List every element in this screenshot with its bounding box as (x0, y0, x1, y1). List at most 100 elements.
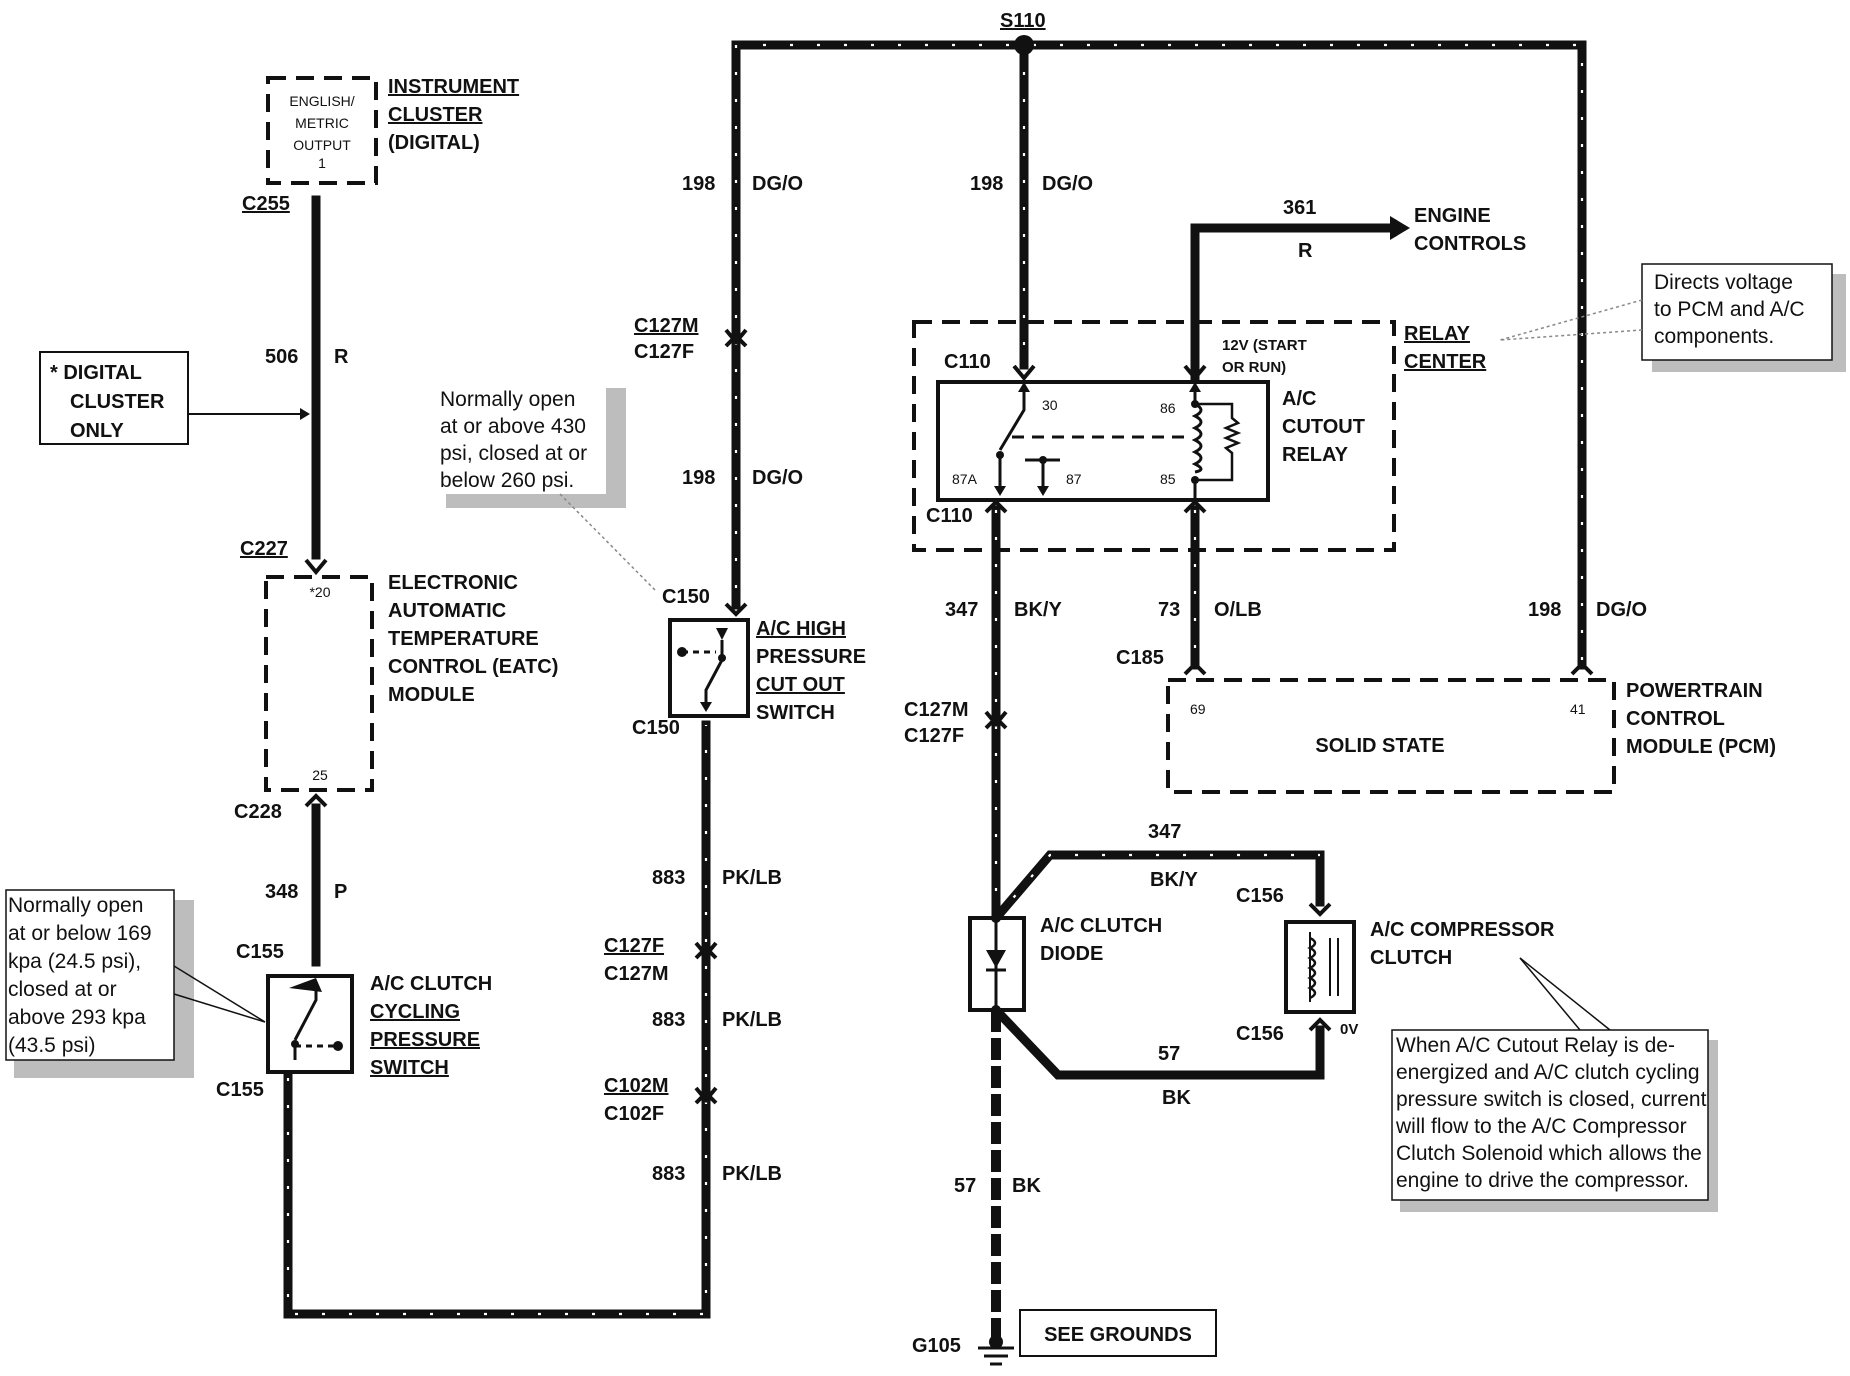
svg-text:BK: BK (1162, 1087, 1191, 1109)
engine-controls-arrow (1390, 216, 1410, 240)
svg-text:BK/Y: BK/Y (1150, 869, 1198, 891)
svg-text:C155: C155 (236, 941, 284, 963)
svg-text:C102F: C102F (604, 1103, 664, 1125)
svg-text:883: 883 (652, 867, 685, 889)
svg-text:SEE GROUNDS: SEE GROUNDS (1044, 1324, 1192, 1346)
svg-text:69: 69 (1190, 701, 1206, 717)
svg-text:at or below 169: at or below 169 (8, 922, 152, 945)
svg-text:C227: C227 (240, 538, 288, 560)
cycling-switch-note: Normally open at or below 169 kpa (24.5 … (5, 889, 266, 1078)
svg-text:to PCM and A/C: to PCM and A/C (1654, 298, 1805, 321)
svg-text:CYCLING: CYCLING (370, 1001, 460, 1023)
svg-text:A/C HIGH: A/C HIGH (756, 618, 846, 640)
wire-57-return (989, 1003, 1325, 1080)
svg-text:87A: 87A (952, 471, 978, 487)
svg-text:O/LB: O/LB (1214, 599, 1262, 621)
svg-text:A/C: A/C (1282, 388, 1316, 410)
connector-c127-low: C127F C127M (604, 935, 718, 985)
svg-text:C127M: C127M (604, 963, 668, 985)
svg-text:engine to drive the compressor: engine to drive the compressor. (1396, 1169, 1689, 1192)
svg-text:C228: C228 (234, 801, 282, 823)
svg-text:energized and A/C clutch cycli: energized and A/C clutch cycling (1396, 1061, 1700, 1084)
svg-text:SOLID STATE: SOLID STATE (1315, 735, 1444, 757)
svg-text:PK/LB: PK/LB (722, 1009, 782, 1031)
svg-text:DG/O: DG/O (1596, 599, 1647, 621)
svg-text:ELECTRONIC: ELECTRONIC (388, 572, 518, 594)
svg-text:POWERTRAIN: POWERTRAIN (1626, 680, 1763, 702)
svg-text:kpa (24.5 psi),: kpa (24.5 psi), (8, 950, 141, 973)
svg-text:73: 73 (1158, 599, 1180, 621)
svg-text:R: R (1298, 240, 1313, 262)
wire-361 (1190, 223, 1395, 385)
svg-text:1: 1 (318, 155, 326, 171)
svg-text:A/C CLUTCH: A/C CLUTCH (370, 973, 492, 995)
svg-text:C255: C255 (242, 193, 290, 215)
svg-text:(43.5 psi): (43.5 psi) (8, 1034, 96, 1057)
connector-c127-mid: C127M C127F (904, 699, 1008, 747)
svg-text:C110: C110 (926, 505, 973, 527)
svg-text:(DIGITAL): (DIGITAL) (388, 132, 480, 154)
svg-text:0V: 0V (1340, 1021, 1358, 1038)
svg-text:C150: C150 (632, 717, 680, 739)
svg-text:87: 87 (1066, 471, 1082, 487)
svg-text:C102M: C102M (604, 1075, 668, 1097)
svg-text:Directs voltage: Directs voltage (1654, 271, 1793, 294)
svg-text:RELAY: RELAY (1282, 444, 1349, 466)
svg-text:PRESSURE: PRESSURE (370, 1029, 480, 1051)
svg-text:883: 883 (652, 1009, 685, 1031)
svg-text:C156: C156 (1236, 885, 1284, 907)
svg-text:361: 361 (1283, 197, 1316, 219)
svg-text:Normally open: Normally open (8, 894, 143, 917)
svg-text:PK/LB: PK/LB (722, 867, 782, 889)
svg-text:will flow to the A/C Compresso: will flow to the A/C Compressor (1395, 1115, 1687, 1138)
svg-text:30: 30 (1042, 397, 1058, 413)
svg-text:METRIC: METRIC (295, 115, 349, 131)
wires (283, 40, 1587, 1345)
svg-text:CONTROL: CONTROL (1626, 708, 1725, 730)
svg-text:pressure switch is closed, cur: pressure switch is closed, current (1396, 1088, 1707, 1111)
svg-text:25: 25 (312, 767, 328, 783)
ac-compressor-clutch: C156 C156 0V A/C COMPRESSOR CLUTCH (1236, 885, 1555, 1045)
svg-text:INSTRUMENT: INSTRUMENT (388, 76, 519, 98)
cycling-pressure-switch: C155 C155 A/C CLUTCH CYCLING PRESSURE SW… (216, 941, 492, 1101)
svg-text:ENGLISH/: ENGLISH/ (289, 93, 354, 109)
svg-text:C110: C110 (944, 351, 991, 373)
svg-text:C150: C150 (662, 586, 710, 608)
relay-center: C110 C110 12V (START OR RUN) RELAY CENTE… (912, 320, 1487, 552)
svg-text:57: 57 (1158, 1043, 1180, 1065)
svg-text:C156: C156 (1236, 1023, 1284, 1045)
svg-text:CLUSTER: CLUSTER (70, 391, 165, 413)
svg-text:MODULE: MODULE (388, 684, 475, 706)
svg-text:198: 198 (970, 173, 1003, 195)
svg-text:above 293 kpa: above 293 kpa (8, 1006, 146, 1029)
high-pressure-switch: C150 C150 A/C HIGH PRESSURE CUT OUT SWIT… (632, 586, 866, 739)
svg-text:ENGINE: ENGINE (1414, 205, 1491, 227)
pcm-module: C185 69 41 SOLID STATE POWERTRAIN CONTRO… (1116, 647, 1776, 794)
svg-text:Clutch Solenoid which allows t: Clutch Solenoid which allows the (1396, 1142, 1702, 1165)
svg-text:ONLY: ONLY (70, 420, 124, 442)
svg-text:P: P (334, 881, 347, 903)
svg-text:CLUSTER: CLUSTER (388, 104, 483, 126)
svg-text:CUT OUT: CUT OUT (756, 674, 845, 696)
svg-text:CONTROL (EATC): CONTROL (EATC) (388, 656, 558, 678)
ac-cutout-relay: 30 86 87A 87 85 A/C CUTOUT RELAY (936, 364, 1365, 514)
svg-text:347: 347 (1148, 821, 1181, 843)
svg-text:R: R (334, 346, 349, 368)
connector-c102: C102M C102F (604, 1075, 718, 1125)
svg-text:*20: *20 (309, 584, 330, 600)
svg-text:DIODE: DIODE (1040, 943, 1103, 965)
svg-text:A/C CLUTCH: A/C CLUTCH (1040, 915, 1162, 937)
svg-text:CONTROLS: CONTROLS (1414, 233, 1526, 255)
svg-text:PRESSURE: PRESSURE (756, 646, 866, 668)
ground-g105: G105 SEE GROUNDS (912, 1309, 1217, 1366)
svg-text:components.: components. (1654, 325, 1774, 348)
svg-text:C155: C155 (216, 1079, 264, 1101)
svg-text:TEMPERATURE: TEMPERATURE (388, 628, 539, 650)
svg-text:C185: C185 (1116, 647, 1164, 669)
svg-text:57: 57 (954, 1175, 976, 1197)
svg-text:CLUTCH: CLUTCH (1370, 947, 1452, 969)
svg-text:CENTER: CENTER (1404, 351, 1487, 373)
svg-text:85: 85 (1160, 471, 1176, 487)
splice-s110 (1014, 35, 1034, 55)
